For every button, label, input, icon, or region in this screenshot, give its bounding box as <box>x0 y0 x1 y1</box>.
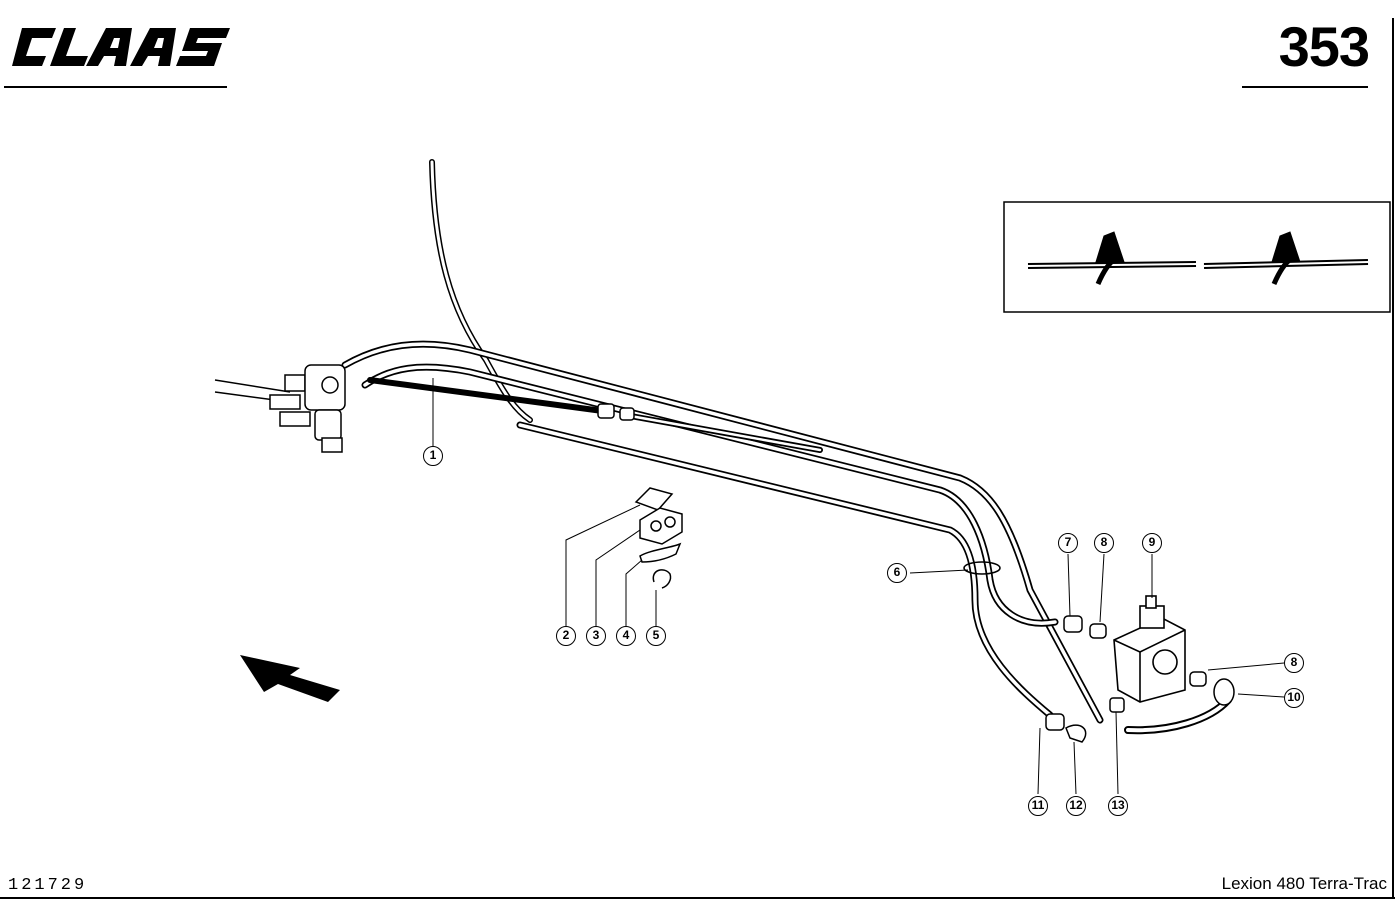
fitting-12 <box>1065 724 1087 743</box>
valve-block <box>214 364 346 453</box>
pipe-segment <box>367 377 613 415</box>
claas-logo <box>8 22 233 72</box>
callout-13: 13 <box>1108 796 1128 816</box>
claas-logo-mark <box>12 28 230 66</box>
callout-4: 4 <box>616 626 636 646</box>
callout-3: 3 <box>586 626 606 646</box>
fitting-7 <box>1063 615 1083 633</box>
frame-right-border <box>1392 18 1394 898</box>
callout-7: 7 <box>1058 533 1078 553</box>
callout-11: 11 <box>1028 796 1048 816</box>
fitting-11 <box>1045 713 1065 731</box>
callout-9: 9 <box>1142 533 1162 553</box>
fitting-8b <box>1189 671 1207 687</box>
hydraulic-pump <box>1113 595 1186 703</box>
callout-1: 1 <box>423 446 443 466</box>
fitting-13 <box>1109 697 1125 713</box>
detail-inset <box>1003 201 1391 313</box>
callout-2: 2 <box>556 626 576 646</box>
frame-bottom-border <box>0 897 1395 899</box>
fitting-8a <box>1089 623 1107 639</box>
hose-lower <box>516 421 1054 719</box>
image-id: 121729 <box>8 876 88 895</box>
callout-8a: 8 <box>1094 533 1114 553</box>
callout-5: 5 <box>646 626 666 646</box>
logo-underline <box>4 86 227 88</box>
fitting-10 <box>1213 678 1235 706</box>
fitting-pipe-end <box>597 403 615 419</box>
callout-10: 10 <box>1284 688 1304 708</box>
page-number-underline <box>1242 86 1368 88</box>
callout-12: 12 <box>1066 796 1086 816</box>
callout-8b: 8 <box>1284 653 1304 673</box>
model-name: Lexion 480 Terra-Trac <box>1221 874 1387 893</box>
clamp-parts <box>634 487 683 589</box>
page-number: 353 <box>1278 15 1370 78</box>
direction-arrow <box>240 655 340 702</box>
callout-6: 6 <box>887 563 907 583</box>
hose-upper <box>341 340 1104 724</box>
